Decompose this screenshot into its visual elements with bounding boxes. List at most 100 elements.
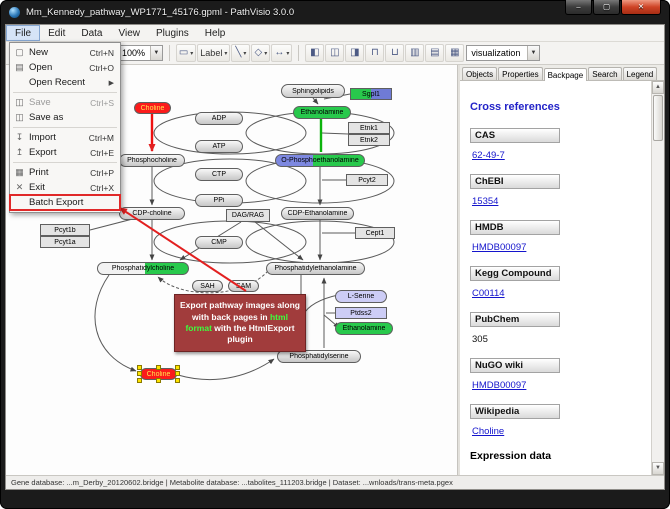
pathway-node-ethanolamine-right[interactable]: Ethanolamine — [335, 322, 393, 335]
selection-handle-sw[interactable] — [137, 378, 142, 383]
selection-handle-ne[interactable] — [175, 365, 180, 370]
crossref-link[interactable]: C00114 — [472, 288, 505, 299]
distribute-vertical-button[interactable]: ▤ — [425, 44, 445, 62]
menu-file[interactable]: File — [6, 25, 41, 41]
pathway-node-sah[interactable]: SAH — [192, 280, 223, 292]
pathway-node-phosphatidylethanolamine[interactable]: Phosphatidylethanolamine — [266, 262, 365, 275]
crossref-link[interactable]: Choline — [472, 426, 505, 437]
tab-backpage[interactable]: Backpage — [543, 68, 588, 81]
tab-legend[interactable]: Legend — [622, 67, 658, 80]
pathway-node-phosphocholine[interactable]: Phosphocholine — [119, 154, 185, 167]
crossref-link[interactable]: 15354 — [472, 196, 499, 207]
pathway-node-ethanolamine-top[interactable]: Ethanolamine — [293, 106, 351, 119]
shape-tool-button[interactable]: ◇▾ — [251, 44, 271, 62]
menu-plugins[interactable]: Plugins — [155, 27, 189, 39]
maximize-button[interactable]: ▢ — [593, 0, 620, 15]
menu-view[interactable]: View — [118, 27, 140, 39]
pathway-node-adp[interactable]: ADP — [195, 112, 243, 125]
pathway-node-cmp[interactable]: CMP — [195, 236, 243, 249]
selection-handle-nw[interactable] — [137, 365, 142, 370]
align-top-button[interactable]: ⊓ — [365, 44, 385, 62]
tab-properties[interactable]: Properties — [498, 67, 543, 80]
close-button[interactable]: ✕ — [621, 0, 661, 15]
pathway-node-ptdss2[interactable]: Ptdss2 — [335, 307, 387, 319]
crossref-link[interactable]: 62-49-7 — [472, 150, 505, 161]
align-top-button-icon: ⊓ — [370, 47, 379, 58]
pathway-node-label: Phosphatidylcholine — [111, 265, 175, 272]
pathway-node-phosphatidylserine[interactable]: Phosphatidylserine — [277, 350, 361, 363]
label-tool-button[interactable]: Label▾ — [197, 44, 231, 62]
tab-search[interactable]: Search — [588, 67, 622, 80]
crossref-link[interactable]: HMDB00097 — [472, 242, 527, 253]
pathway-node-pcyt1b[interactable]: Pcyt1b — [40, 224, 90, 236]
menubar: File Edit Data View Plugins Help — [6, 25, 664, 42]
line-tool-button[interactable]: ╲▾ — [231, 44, 251, 62]
menu-item-open-recent[interactable]: Open Recent▶ — [10, 75, 120, 90]
pathway-node-choline-bottom[interactable]: Choline — [137, 365, 180, 383]
align-bottom-button[interactable]: ⊔ — [385, 44, 405, 62]
pathway-node-etnk2[interactable]: Etnk2 — [348, 134, 390, 146]
align-left-button[interactable]: ◧ — [305, 44, 325, 62]
pathway-node-label: CMP — [211, 239, 227, 246]
menu-help[interactable]: Help — [204, 27, 226, 39]
pathway-node-sgpl1[interactable]: Sgpl1 — [350, 88, 392, 100]
selection-handle-n[interactable] — [155, 365, 161, 370]
pathway-node-sphingolipids[interactable]: Sphingolipids — [281, 84, 345, 98]
menu-item-save-as[interactable]: ◫Save as — [10, 110, 120, 125]
pathway-node-dag-rag[interactable]: DAG/RAG — [226, 209, 270, 222]
connector-tool-button[interactable]: ↔▾ — [271, 44, 293, 62]
visualization-dropdown-arrow-icon[interactable]: ▼ — [527, 46, 539, 60]
selection-handle-s[interactable] — [155, 378, 161, 383]
scroll-down-arrow-icon[interactable]: ▼ — [652, 462, 664, 475]
menu-item-batch-export[interactable]: Batch Export — [9, 194, 121, 211]
pathway-node-l-serine[interactable]: L-Serine — [335, 290, 387, 303]
selection-handle-e[interactable] — [175, 371, 180, 376]
minimize-button[interactable]: – — [565, 0, 592, 15]
zoom-dropdown-arrow-icon[interactable]: ▼ — [149, 46, 162, 60]
panel-splitter[interactable] — [457, 65, 460, 475]
pathway-node-o-phosphoethanolamine[interactable]: O-Phosphoethanolamine — [275, 154, 365, 167]
pathway-node-cdp-ethanolamine[interactable]: CDP-Ethanolamine — [281, 207, 354, 220]
menu-edit[interactable]: Edit — [48, 27, 66, 39]
selection-handle-se[interactable] — [175, 378, 180, 383]
tab-objects[interactable]: Objects — [462, 67, 498, 80]
visualization-combobox[interactable]: visualization ▼ — [466, 45, 540, 61]
menu-item-shortcut: Ctrl+O — [89, 62, 114, 73]
pathway-node-phosphatidylcholine[interactable]: Phosphatidylcholine — [97, 262, 189, 275]
zoom-combobox[interactable]: 100% ▼ — [116, 45, 163, 61]
pathway-node-etnk1[interactable]: Etnk1 — [348, 122, 390, 134]
pathway-node-ctp[interactable]: CTP — [195, 168, 243, 181]
scroll-up-arrow-icon[interactable]: ▲ — [652, 81, 664, 94]
datanode-tool-button[interactable]: ▭▾ — [175, 44, 197, 62]
crossref-link[interactable]: HMDB00097 — [472, 380, 527, 391]
crossref-heading: Cross references — [470, 101, 560, 113]
align-center-button[interactable]: ◫ — [325, 44, 345, 62]
pathway-node-pcyt1a[interactable]: Pcyt1a — [40, 236, 90, 248]
pathway-node-choline-top[interactable]: Choline — [134, 102, 171, 114]
selection-handle-w[interactable] — [137, 371, 142, 376]
pathway-node-cept1[interactable]: Cept1 — [355, 227, 395, 239]
scrollbar-thumb[interactable] — [653, 95, 663, 141]
menu-data[interactable]: Data — [81, 27, 103, 39]
pathway-node-sam[interactable]: SAM — [228, 280, 259, 292]
pathway-node-pcyt2[interactable]: Pcyt2 — [346, 174, 388, 186]
pathway-node-cdp-choline[interactable]: CDP-choline — [119, 207, 185, 220]
align-right-button[interactable]: ◨ — [345, 44, 365, 62]
pathway-node-ppi[interactable]: PPi — [195, 194, 243, 207]
pathway-node-atp[interactable]: ATP — [195, 140, 243, 153]
titlebar[interactable]: Mm_Kennedy_pathway_WP1771_45176.gpml - P… — [0, 0, 670, 24]
distribute-horizontal-button[interactable]: ▥ — [405, 44, 425, 62]
sidebar-scrollbar[interactable]: ▲ ▼ — [651, 81, 664, 475]
zoom-value: 100% — [121, 48, 145, 58]
stack-button[interactable]: ▦ — [445, 44, 465, 62]
